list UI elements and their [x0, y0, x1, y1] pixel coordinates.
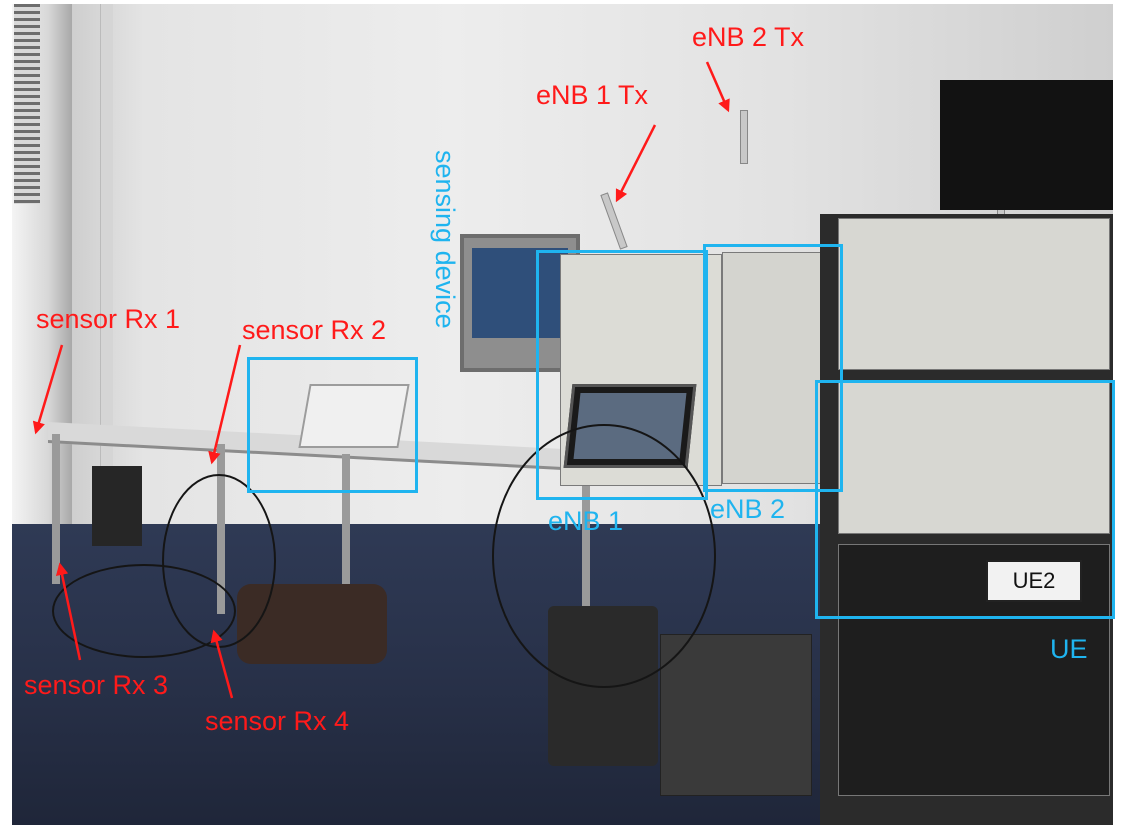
ue-box: [815, 380, 1115, 619]
sensing-device-box: [247, 357, 418, 493]
cable: [52, 564, 236, 658]
rack-panel: [838, 218, 1110, 370]
label-sensing-device: sensing device: [430, 150, 460, 329]
label-enb2: eNB 2: [710, 494, 786, 524]
label-ue: UE: [1050, 634, 1088, 664]
lab-photo: [12, 4, 1113, 825]
equipment-box: [660, 634, 812, 796]
ue2-tag: UE2: [986, 560, 1082, 602]
cable: [492, 424, 716, 688]
table-leg: [52, 434, 60, 584]
table-leg: [342, 454, 350, 634]
window-blind: [14, 4, 40, 204]
desktop-pc: [92, 466, 142, 546]
enb1-box: [536, 250, 708, 500]
label-sensor-rx2: sensor Rx 2: [242, 315, 387, 345]
label-enb2-tx: eNB 2 Tx: [692, 22, 805, 52]
wall-pillar: [100, 4, 113, 544]
equipment-rack: [820, 80, 1113, 825]
label-enb1-tx: eNB 1 Tx: [536, 80, 649, 110]
rack-panel: [838, 382, 1110, 534]
monitor-screen: [472, 248, 568, 338]
label-sensor-rx4: sensor Rx 4: [205, 706, 350, 736]
label-sensor-rx1: sensor Rx 1: [36, 304, 181, 334]
label-enb1: eNB 1: [548, 506, 624, 536]
antenna-enb2: [740, 110, 748, 164]
enb2-box: [703, 244, 843, 492]
label-sensor-rx3: sensor Rx 3: [24, 670, 169, 700]
rack-monitor: [940, 80, 1113, 210]
